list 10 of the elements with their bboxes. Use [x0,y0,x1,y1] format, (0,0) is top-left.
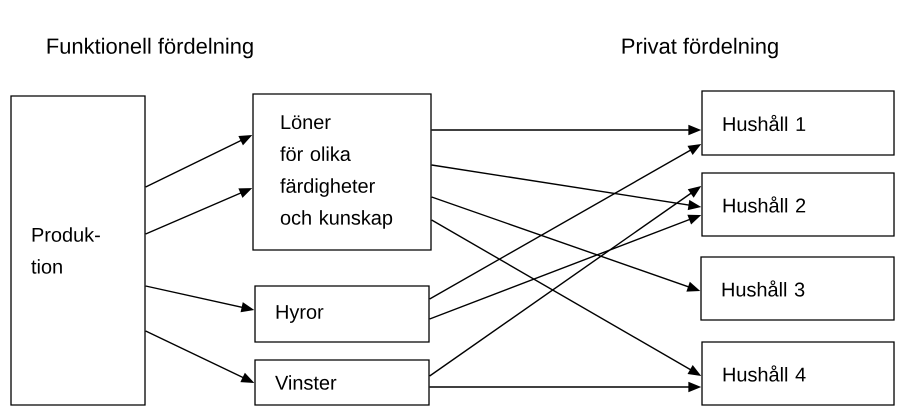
process-box: Produk- tion [10,95,146,406]
process-box: Vinster [254,359,430,406]
process-box: Hushåll 3 [700,256,895,321]
process-box: Hushåll 2 [701,172,895,237]
process-box: Hyror [254,285,430,343]
heading: Funktionell fördelning [48,38,253,58]
process-box: Löner för olika färdigheter och kunskap [252,93,432,251]
process-box: Hushåll 1 [701,90,895,156]
heading: Privat fördelning [622,38,778,58]
process-box: Hushåll 4 [701,341,895,406]
